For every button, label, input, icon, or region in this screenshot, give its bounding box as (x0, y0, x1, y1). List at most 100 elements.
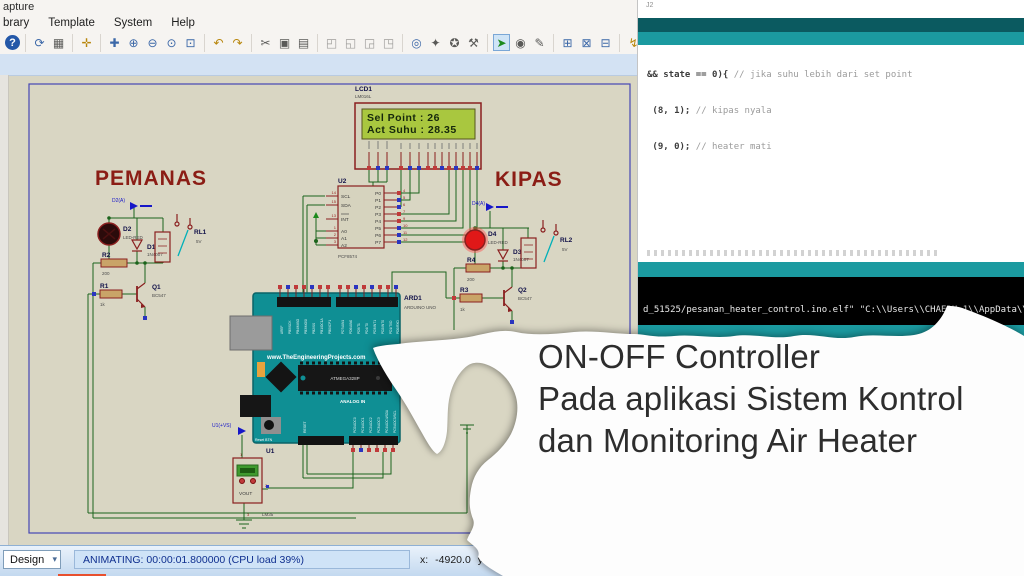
heater-driver[interactable]: D2(A) D2 LED-RED D1 1N4007 R2 200 RL1 5V (92, 198, 207, 320)
resistor-r3[interactable] (459, 293, 483, 303)
svg-text:14: 14 (332, 190, 337, 195)
r1-val: 1k (100, 302, 106, 307)
component-mode-icon[interactable]: ➤ (493, 34, 510, 51)
menu-library[interactable]: brary (3, 17, 30, 29)
relay-rl2-lever (543, 235, 555, 263)
wrench-icon[interactable]: ⚒ (468, 35, 479, 50)
zoom-all-icon[interactable]: ⊙ (166, 35, 177, 50)
svg-text:1: 1 (334, 225, 337, 230)
toolbar-separator (619, 33, 620, 52)
chevron-down-icon[interactable]: ▾ (52, 554, 57, 564)
svg-text:PD7/AIN1: PD7/AIN1 (341, 320, 345, 334)
zoom-in-icon[interactable]: ⊕ (128, 35, 139, 50)
edit-icon[interactable]: ✎ (534, 35, 545, 50)
lcd-line2: Act Suhu : 28.35 (367, 124, 457, 136)
cut-icon[interactable]: ✂ (260, 35, 271, 50)
block-copy-icon[interactable]: ◰ (325, 35, 338, 50)
redraw-icon[interactable]: ⟳ (34, 35, 45, 50)
d3-ref: D3 (513, 249, 522, 256)
svg-text:P2: P2 (375, 205, 381, 211)
q1-part: BC547 (152, 293, 166, 298)
label-pemanas: PEMANAS (95, 167, 207, 190)
diode-d3[interactable] (496, 249, 510, 261)
design-combo[interactable]: Design ▾ (3, 550, 61, 569)
svg-text:PD5/T1: PD5/T1 (357, 323, 361, 334)
block-delete-icon[interactable]: ◳ (382, 35, 395, 50)
rl2-val: 5V (562, 247, 568, 252)
design-explorer-icon[interactable]: ✪ (449, 35, 460, 50)
board-diamond (265, 361, 297, 393)
svg-text:PC5/ADC5/SCL: PC5/ADC5/SCL (393, 410, 397, 433)
svg-text:P5: P5 (375, 226, 381, 232)
zoom-out-icon[interactable]: ⊖ (147, 35, 158, 50)
svg-text:SDA: SDA (341, 203, 352, 209)
toolbar-separator (204, 33, 205, 52)
window-title-fragment: apture (3, 1, 35, 13)
component-pcf8574[interactable]: U2 PCF8574 SCL SDA INT A0 A1 A2 14 15 13… (313, 178, 408, 259)
diode-d1[interactable] (130, 239, 144, 251)
resistor-r4[interactable] (465, 263, 491, 273)
voltage-probe-icon (486, 203, 494, 211)
svg-text:PB2/SS: PB2/SS (312, 323, 316, 334)
power-arrow-icon (313, 212, 319, 218)
pan-icon[interactable]: ✚ (109, 35, 120, 50)
svg-text:P4: P4 (375, 219, 381, 225)
block-move-icon[interactable]: ◱ (344, 35, 357, 50)
ide-console[interactable]: d_51525/pesanan_heater_control.ino.elf" … (638, 277, 1024, 325)
caption-line3: dan Monitoring Air Heater (538, 422, 918, 459)
animating-status: ANIMATING: 00:00:01.800000 (CPU load 39%… (74, 550, 410, 569)
help-icon[interactable]: ? (5, 35, 20, 50)
led-d4[interactable] (464, 229, 486, 251)
block-rotate-icon[interactable]: ◲ (363, 35, 376, 50)
d2-ref: D2 (123, 226, 132, 233)
erc-icon[interactable]: ↯ (628, 35, 639, 50)
component-arduino[interactable]: AREF PB5/SCK PB4/MISO PB3/MOSI PB2/SS PB… (229, 285, 437, 452)
svg-text:PC0/ADC0: PC0/ADC0 (353, 417, 357, 433)
schematic-canvas[interactable]: LCD1 LM016L Sel Point : 26 Act Suhu : 28… (0, 75, 640, 545)
svg-text:7: 7 (403, 209, 406, 214)
caption-text: ON-OFF Controller Pada aplikasi Sistem K… (538, 336, 964, 462)
resistor-r2[interactable] (100, 258, 128, 268)
remove-sheet-icon[interactable]: ⊠ (581, 35, 592, 50)
menu-system[interactable]: System (113, 17, 153, 29)
binoculars-icon[interactable]: ◉ (515, 35, 526, 50)
svg-text:PD0/RXD: PD0/RXD (396, 319, 400, 334)
svg-text:P6: P6 (375, 233, 381, 239)
grid-icon[interactable]: ▦ (52, 35, 65, 50)
resistor-r1[interactable] (99, 289, 123, 299)
toolbar-separator (251, 33, 252, 52)
undo-icon[interactable]: ↶ (213, 35, 224, 50)
origin-icon[interactable]: ✛ (81, 35, 92, 50)
component-lcd[interactable]: LCD1 LM016L Sel Point : 26 Act Suhu : 28… (354, 86, 482, 170)
svg-text:10: 10 (403, 223, 408, 228)
relay-rl1-coil[interactable] (154, 231, 171, 263)
toolbar-separator (402, 33, 403, 52)
new-sheet-icon[interactable]: ⊞ (562, 35, 573, 50)
svg-text:4: 4 (403, 188, 406, 193)
svg-text:INT: INT (341, 217, 349, 223)
component-lm35[interactable]: U1(+VS) U1 VOUT 1 2 3 LM35 (212, 423, 275, 517)
rl2-ref: RL2 (560, 237, 573, 244)
relay-rl2-coil[interactable] (520, 237, 537, 269)
fan-driver[interactable]: D4(A) D4 LED-RED D3 1N4007 R4 200 RL2 5V (452, 201, 573, 324)
svg-text:PB3/MOSI: PB3/MOSI (304, 319, 308, 334)
redo-icon[interactable]: ↷ (232, 35, 243, 50)
toolbar-separator (317, 33, 318, 52)
toolbar-separator (100, 33, 101, 52)
goto-sheet-icon[interactable]: ⊟ (600, 35, 611, 50)
compile-icon[interactable]: ✦ (430, 35, 441, 50)
svg-text:12: 12 (403, 237, 408, 242)
svg-text:PC3/ADC3: PC3/ADC3 (377, 417, 381, 433)
zoom-area-icon[interactable]: ⊡ (185, 35, 196, 50)
search-icon[interactable]: ◎ (411, 35, 422, 50)
ide-corner-text: J2 (646, 2, 654, 9)
svg-text:PB0/ICP1: PB0/ICP1 (328, 320, 332, 334)
toolbar-separator (72, 33, 73, 52)
paste-icon[interactable]: ▤ (297, 35, 310, 50)
u1-vout: VOUT (239, 491, 252, 497)
menu-help[interactable]: Help (171, 17, 195, 29)
menu-template[interactable]: Template (48, 17, 95, 29)
svg-text:PD3/INT1: PD3/INT1 (373, 320, 377, 334)
copy-icon[interactable]: ▣ (278, 35, 291, 50)
